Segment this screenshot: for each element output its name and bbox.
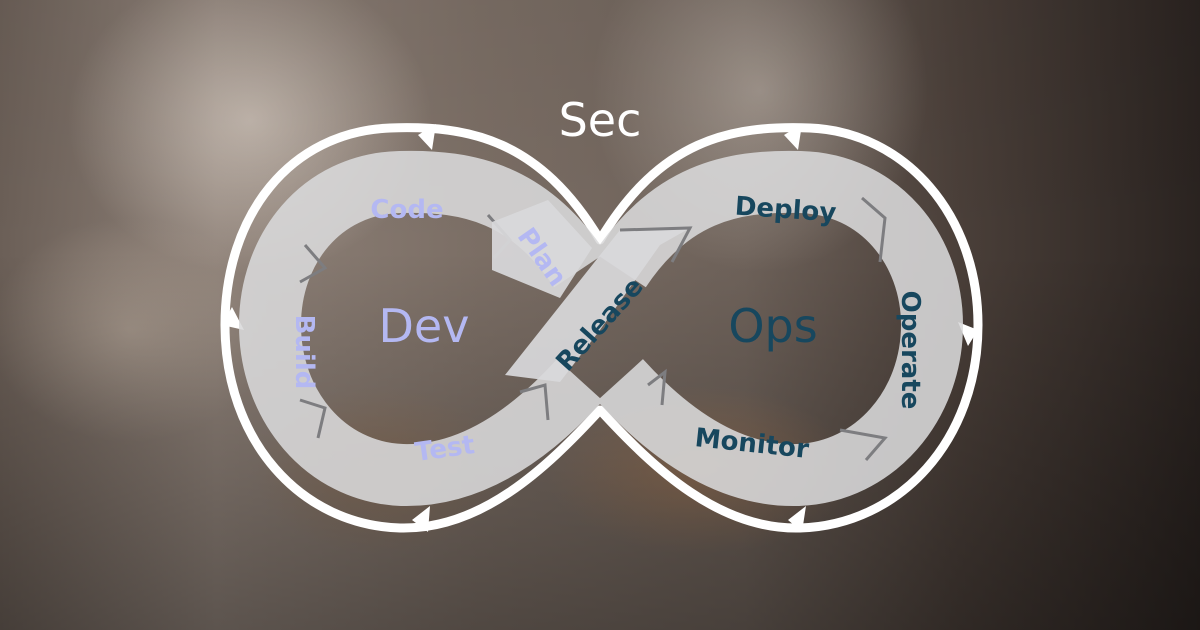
outline-chevron-top-left <box>418 124 436 150</box>
release-crossover-band <box>505 226 693 382</box>
divider-operate-monitor <box>839 428 888 461</box>
ops-center-label: Ops <box>728 299 817 353</box>
outer-infinity-outline <box>220 123 983 533</box>
stage-label-build: Build <box>289 315 319 390</box>
outline-chevron-left <box>222 307 244 330</box>
outline-chevron-bottom-right <box>788 506 806 532</box>
dev-center-label: Dev <box>379 299 470 353</box>
outline-arrow-chevrons <box>222 124 978 532</box>
outline-chevron-bottom-left <box>412 506 430 532</box>
divider-build-test <box>299 398 327 439</box>
plan-segment <box>492 200 592 298</box>
dev-loop-band <box>238 150 600 507</box>
stage-label-deploy: Deploy <box>734 192 837 229</box>
stage-label-operate: Operate <box>895 291 925 410</box>
divider-test-release <box>519 383 550 421</box>
outline-chevron-top-right <box>784 124 802 150</box>
sec-title: Sec <box>559 93 642 147</box>
stage-label-code: Code <box>370 195 443 225</box>
divider-monitor-release <box>647 368 667 406</box>
outline-chevron-right <box>958 322 978 346</box>
divider-code-build <box>299 244 328 284</box>
ops-loop-band <box>600 150 964 507</box>
divider-deploy-operate <box>861 196 887 263</box>
